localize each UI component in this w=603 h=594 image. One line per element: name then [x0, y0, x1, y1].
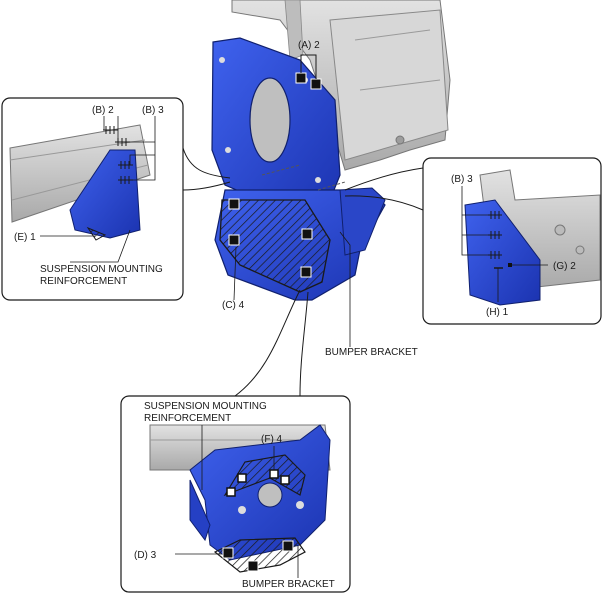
label-e: (E) 1 — [14, 232, 36, 243]
label-f: (F) 4 — [261, 434, 283, 445]
weld-marker-f2 — [237, 473, 247, 483]
weld-marker-c1 — [228, 198, 240, 210]
plate-opening — [249, 77, 291, 163]
bottom-detail-callout — [120, 289, 351, 593]
label-b-left-2: (B) 2 — [92, 105, 114, 116]
label-c: (C) 4 — [222, 300, 245, 311]
weld-marker-a1 — [295, 72, 307, 84]
label-d: (D) 3 — [134, 550, 157, 561]
label-g: (G) 2 — [553, 261, 576, 272]
label-susp-left-1: SUSPENSION MOUNTING — [40, 264, 163, 275]
label-a: (A) 2 — [298, 40, 320, 51]
label-bumper-bracket-main: BUMPER BRACKET — [325, 347, 418, 358]
weld-marker-f1 — [226, 487, 236, 497]
left-detail-callout — [1, 97, 231, 301]
weld-marker-g — [508, 263, 512, 267]
label-bumper-bracket-bottom: BUMPER BRACKET — [242, 579, 335, 590]
label-susp-left-2: REINFORCEMENT — [40, 276, 127, 287]
bumper-bracket-flange — [339, 187, 386, 256]
weld-marker-d3 — [282, 540, 294, 552]
main-assembly — [211, 0, 451, 301]
label-h: (H) 1 — [486, 307, 509, 318]
weld-marker-c3 — [301, 228, 313, 240]
weld-marker-d1 — [222, 547, 234, 559]
weld-marker-d2 — [247, 560, 259, 572]
weld-marker-a2 — [310, 78, 322, 90]
label-susp-bottom-2: REINFORCEMENT — [144, 413, 231, 424]
weld-marker-f4 — [280, 475, 290, 485]
weld-marker-c2 — [228, 234, 240, 246]
frame-rail — [329, 9, 449, 161]
weld-marker-f3 — [269, 469, 279, 479]
label-susp-bottom-1: SUSPENSION MOUNTING — [144, 401, 267, 412]
weld-marker-c4 — [300, 266, 312, 278]
frame-flange — [284, 0, 304, 61]
right-detail-callout — [344, 157, 602, 325]
label-b-left-3: (B) 3 — [142, 105, 164, 116]
label-b-right-3: (B) 3 — [451, 174, 473, 185]
